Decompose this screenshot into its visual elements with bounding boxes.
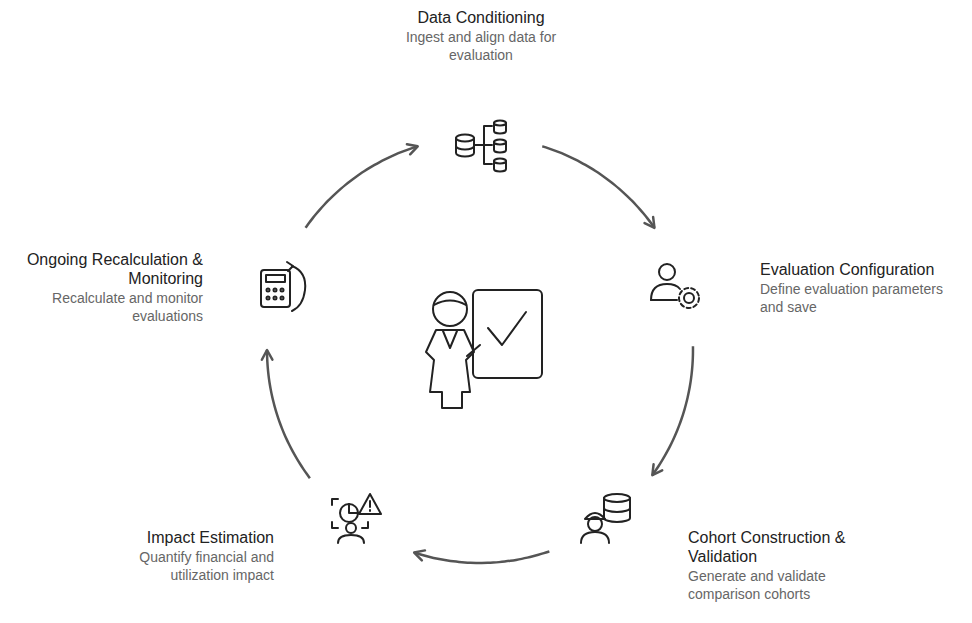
step-title: Cohort Construction & Validation [688, 528, 872, 566]
step-description: Generate and validate comparison cohorts [688, 567, 872, 603]
step-description: Define evaluation parameters and save [760, 280, 962, 316]
step-description: Recalculate and monitor evaluations [11, 289, 203, 325]
cycle-arrow [542, 146, 654, 228]
cycle-arrow [652, 346, 693, 475]
step-title: Data Conditioning [386, 8, 576, 27]
arrow-line [652, 346, 693, 475]
step-title: Ongoing Recalculation & Monitoring [11, 250, 203, 288]
process-step: Data ConditioningIngest and align data f… [383, 6, 579, 66]
step-title: Evaluation Configuration [760, 260, 962, 279]
user-gear-icon [651, 264, 699, 308]
step-title: Impact Estimation [110, 528, 274, 547]
step-description: Quantify financial and utilization impac… [110, 548, 274, 584]
arrow-line [414, 551, 549, 563]
arrow-head [262, 350, 273, 360]
arrow-head [407, 144, 418, 154]
database-icon [456, 121, 506, 172]
impact-icon [332, 494, 381, 543]
worker-database-icon [581, 494, 630, 543]
arrow-head [414, 550, 425, 560]
cycle-arrow [414, 550, 549, 563]
arrow-line [306, 146, 418, 228]
process-step: Evaluation ConfigurationDefine evaluatio… [757, 258, 965, 318]
center-illustration [426, 290, 542, 408]
cycle-arrow [262, 350, 310, 478]
process-step: Ongoing Recalculation & MonitoringRecalc… [8, 248, 206, 327]
calculator-refresh-icon [261, 262, 305, 311]
arrow-head [645, 217, 655, 228]
process-step: Cohort Construction & ValidationGenerate… [685, 526, 875, 605]
arrow-line [267, 350, 310, 478]
arrow-head [652, 464, 662, 475]
step-description: Ingest and align data for evaluation [386, 28, 576, 64]
arrow-line [542, 146, 654, 228]
process-step: Impact EstimationQuantify financial and … [107, 526, 277, 586]
cycle-arrow [306, 144, 418, 228]
